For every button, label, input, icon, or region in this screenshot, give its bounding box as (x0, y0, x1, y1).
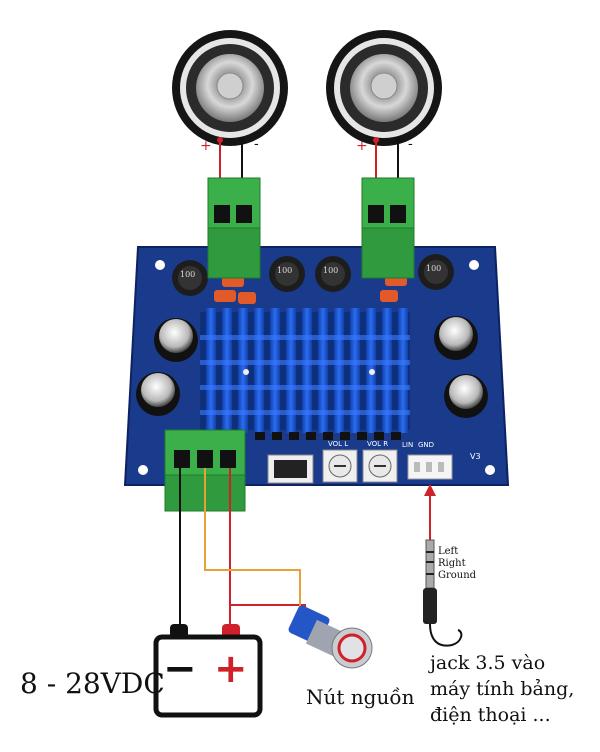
inductor-mark-4: 100 (426, 264, 442, 273)
inductor-mark-2: 100 (277, 266, 293, 275)
left-speaker-minus-label: - (254, 136, 259, 152)
line-in-silkscreen: LIN (402, 441, 414, 449)
battery-voltage-label: 8 - 28VDC (20, 667, 165, 700)
left-speaker-terminal (207, 177, 261, 279)
jack-description-line-3: điện thoại ... (430, 704, 551, 726)
inductors (172, 254, 454, 296)
volume-potentiometers (322, 449, 398, 483)
jack-ground-label: Ground (438, 570, 477, 581)
audio-jack-cable (423, 484, 463, 647)
battery (153, 624, 263, 718)
right-speaker-terminal (361, 177, 415, 279)
signal-input-connector (407, 454, 453, 480)
vol-right-silkscreen: VOL R (367, 440, 389, 448)
jack-left-label: Left (438, 546, 459, 557)
electrolytic-capacitors (136, 316, 488, 418)
inductor-mark-3: 100 (323, 266, 339, 275)
left-speaker-plus-label: + (200, 138, 212, 154)
version-silkscreen: V3 (470, 452, 481, 461)
gnd-silkscreen: GND (418, 441, 435, 449)
inductor-mark-1: 100 (180, 270, 196, 279)
right-speaker-plus-label: + (356, 138, 368, 154)
battery-minus-sign: − (163, 646, 197, 692)
jack-description-line-2: máy tính bảng, (430, 678, 575, 700)
right-speaker-minus-label: - (408, 136, 413, 152)
right-speaker (326, 30, 442, 146)
power-button-label: Nút nguồn (306, 685, 415, 709)
smd-components (255, 432, 401, 440)
heatsink (200, 308, 410, 433)
power-button-switch (288, 605, 373, 669)
battery-plus-sign: + (214, 646, 248, 692)
left-speaker (172, 30, 288, 146)
power-wires (179, 468, 306, 625)
jack-right-label: Right (438, 558, 466, 569)
jack-description-line-1: jack 3.5 vào (430, 652, 546, 674)
diode (267, 454, 314, 484)
speaker-wire-ends (217, 137, 401, 143)
vol-left-silkscreen: VOL L (328, 440, 349, 448)
